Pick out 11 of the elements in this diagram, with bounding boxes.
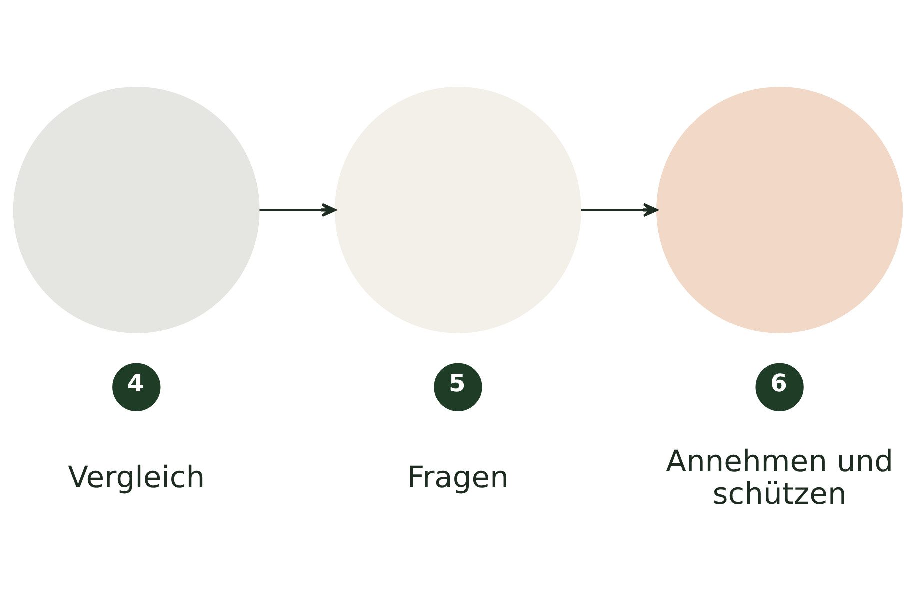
arrow [581, 202, 658, 217]
node-circle: 6 [756, 362, 804, 411]
node-circle: 4 [112, 362, 161, 411]
node-circle [334, 86, 582, 333]
node-label: Vergleich [68, 460, 206, 496]
node-circle: 5 [434, 362, 482, 411]
node-label: Fragen [408, 460, 509, 496]
arrow [260, 202, 336, 217]
node-label: Annehmen und schützen [666, 444, 894, 512]
node-circle [656, 86, 904, 333]
node-circle [13, 86, 260, 333]
